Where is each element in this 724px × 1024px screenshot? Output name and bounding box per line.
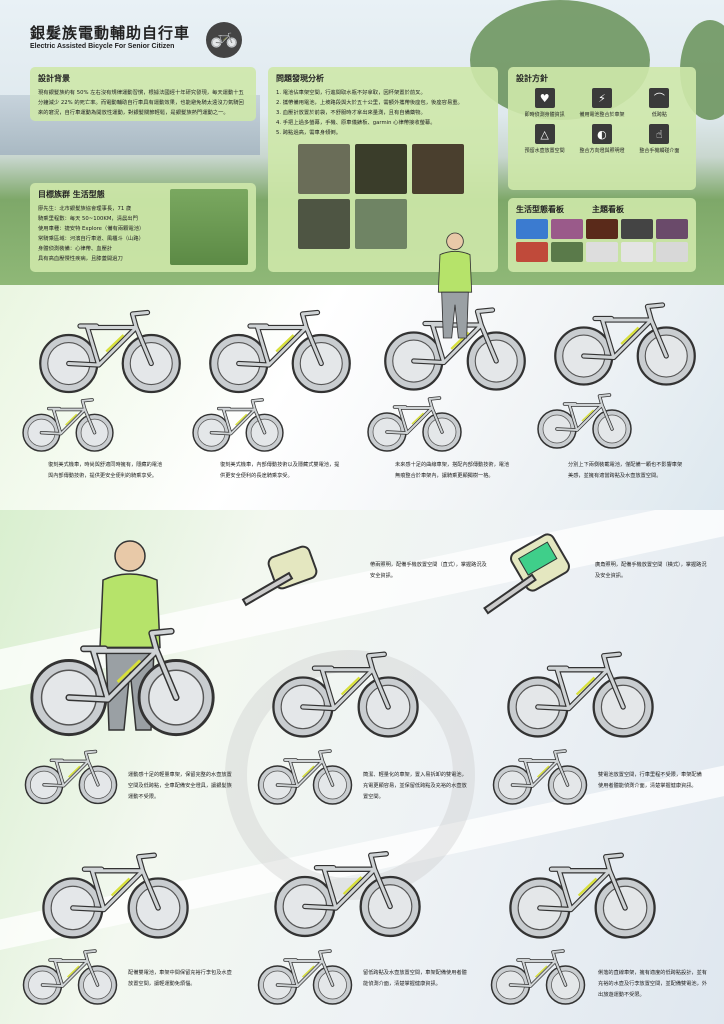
board-photo [656, 242, 688, 262]
design-caption: 分別上下兩側裝載電池，僅配備一顆也不影響車架美感，並擁有適當跨點及水壺放置空間。 [568, 462, 683, 479]
theme-board-heading: 主題看板 [592, 205, 624, 214]
concept-bike-sketch [205, 295, 355, 405]
board-photo [586, 219, 618, 239]
target-group-panel: 目標族群 生活型態 廖先生：北市銀髮族協會理事長，71 歲 騎乘里程數：每天 5… [30, 183, 256, 272]
board-photo [551, 242, 583, 262]
battery-icon: ⚡ [591, 88, 612, 108]
design-caption: 簡潔、輕量化的車架，置入易拆卸的雙電池，充電更顯容易，並保留低跨點及充裕的水壺放… [363, 772, 467, 800]
design-background-panel: 設計背景 現有銀髮族約有 50% 左右沒有規律運動習慣，根據法國經十年研究發現，… [30, 67, 256, 121]
design-caption: 復刻美式機車，內部傳動技術以及隱藏式雙電池，提供更安全便利的長途騎乘享受。 [220, 462, 340, 479]
concept-bike-side-view [362, 393, 467, 453]
board-photo [656, 219, 688, 239]
board-photo [516, 219, 548, 239]
strategy-label: 低跨點 [651, 112, 667, 118]
problem-item: 4. 手把上過多螢幕，手機、原車儀錶板、garmin 心律帶接收螢幕。 [276, 120, 436, 126]
bicycle-icon [206, 22, 242, 58]
design-caption: 雙電池放置空間，行車里程不受限，車架配備使用者體能偵測介面，清楚掌握健康資訊。 [598, 772, 702, 789]
panel-heading: 設計背景 [38, 74, 70, 83]
panel-heading: 目標族群 生活型態 [38, 190, 105, 199]
design-caption: 配備雙電池，車架中間保留充裕行李包及水壺放置空間，讓輕運動免煩惱。 [128, 970, 232, 987]
strategy-item: △ 預留水壺放置空間 [516, 124, 573, 154]
final-bike-side-view [488, 945, 588, 1007]
board-photo [621, 242, 653, 262]
strategy-label: 整合方向燈與照明燈 [579, 148, 625, 154]
problem-photo [355, 144, 407, 194]
final-bike-render [25, 605, 220, 755]
strategy-label: 整合手機觸碰介面 [639, 148, 680, 154]
design-caption: 未來感十足的曲線車架，搭配內部傳動技術，電池無痕整合於車架內，讓騎乘更顯獨樹一格… [395, 462, 510, 479]
strategy-label: 即時偵測身體資訊 [524, 112, 565, 118]
final-bike-render [270, 825, 425, 960]
page-title: 銀髮族電動輔助自行車 [30, 24, 191, 42]
target-user-photo [170, 189, 248, 265]
design-caption: 復刻美式機車，時尚與舒適同時擁有，隱藏的電池與內部傳動技術，提供更安全便利的騎乘… [48, 462, 163, 479]
design-caption: 留低跨點及水壺放置空間，車架配備使用者體能偵測介面，清楚掌握健康資訊。 [363, 970, 467, 987]
problem-item: 2. 攜帶備用電池，上坡路段與大於五十公里，需額外攜帶後座包，後座容易重。 [276, 100, 463, 106]
target-line: 騎乘里程數：每天 50~100KM，清晨出門 [38, 216, 138, 222]
final-bike-side-view [490, 745, 590, 807]
board-photo [621, 219, 653, 239]
page-subtitle: Electric Assisted Bicycle For Senior Cit… [30, 43, 175, 50]
panel-heading: 設計方針 [516, 74, 548, 83]
final-bike-render [268, 628, 423, 758]
vertical-phone-headlight-render [240, 543, 320, 615]
final-bike-side-view [20, 945, 120, 1007]
strategy-item: ⚡ 備用電池整合於車架 [573, 88, 630, 118]
design-caption: 廣角照明，配備手機放置空間（橫式），掌握路況及安全資訊。 [595, 562, 707, 579]
target-line: 廖先生：北市銀髮族協會理事長，71 歲 [38, 206, 132, 212]
problem-photo [298, 144, 350, 194]
final-bike-side-view [255, 745, 355, 807]
concept-bike-side-view [532, 390, 637, 450]
touch-icon: ☝ [649, 124, 670, 144]
low-step-frame-icon: ⌒ [649, 88, 670, 108]
strategy-item: ☝ 整合手機觸碰介面 [631, 124, 688, 154]
concept-bike-sketch [550, 285, 700, 400]
strategy-label: 備用電池整合於車架 [579, 112, 625, 118]
horizontal-phone-headlight-render [480, 530, 580, 620]
target-line: 使用車種：捷安特 Explore（備有兩顆電池） [38, 226, 145, 232]
concept-bike-sketch [35, 295, 185, 405]
problem-item: 3. 血壓計放置於前袋，不舒服時才拿出來量測，且有自備藥物。 [276, 110, 426, 116]
target-line: 身體偵測裝備：心律帶、血壓計 [38, 246, 113, 252]
design-caption: 運動感十足的輕量車架，保留完整的水壺放置空間及低跨點，全車配備安全燈具，讓銀髮族… [128, 772, 232, 800]
strategy-item: ◐ 整合方向燈與照明燈 [573, 124, 630, 154]
final-bike-render [38, 828, 193, 960]
final-bike-side-view [22, 745, 120, 807]
bottle-frame-icon: △ [534, 124, 555, 144]
concept-bike-side-view [188, 395, 288, 453]
strategy-item: ⌒ 低跨點 [631, 88, 688, 118]
board-photo [516, 242, 548, 262]
design-strategy-panel: 設計方針 ♥ 即時偵測身體資訊 ⚡ 備用電池整合於車架 ⌒ 低跨點 △ 預留水壺放置空間 ◐ 整合… [508, 67, 696, 190]
target-line: 常騎乘區域：河濱自行車道、風櫃斗（山路） [38, 236, 144, 242]
strategy-item: ♥ 即時偵測身體資訊 [516, 88, 573, 118]
final-bike-side-view [255, 945, 355, 1007]
problem-photo [355, 199, 407, 249]
concept-bike-side-view [18, 395, 118, 453]
final-bike-render [505, 828, 660, 960]
final-bike-render [503, 628, 658, 758]
heart-monitor-icon: ♥ [534, 88, 555, 108]
panel-text: 現有銀髮族約有 50% 左右沒有規律運動習慣，根據法國經十年研究發現，每天運動十… [38, 90, 244, 116]
problem-item: 1. 電池佔車架空間，行進間取水瓶不好拿取，因杯架置於前叉。 [276, 90, 426, 96]
board-photo [551, 219, 583, 239]
design-caption: 俐落的直線車架，擁有適度的低跨點設計，並有充裕的水壺及行李放置空間，並配備雙電池… [598, 970, 707, 998]
problem-photo [412, 144, 464, 194]
headlight-icon: ◐ [591, 124, 612, 144]
panel-heading: 問題發現分析 [276, 74, 324, 83]
target-line: 具有高血壓慢性疾病，且膝蓋開過刀 [38, 256, 123, 262]
strategy-label: 預留水壺放置空間 [524, 148, 565, 154]
problem-photo [298, 199, 350, 249]
board-photo [586, 242, 618, 262]
mood-board-panel: 生活型態看板 主題看板 [508, 198, 696, 272]
rider-sketch [430, 218, 480, 358]
lifestyle-board-heading: 生活型態看板 [516, 205, 564, 214]
design-caption: 帶兩照明，配備手機放置空間（直式），掌握路況及安全資訊。 [370, 562, 487, 579]
problem-item: 5. 跨點過高，需車身傾倒。 [276, 130, 342, 136]
